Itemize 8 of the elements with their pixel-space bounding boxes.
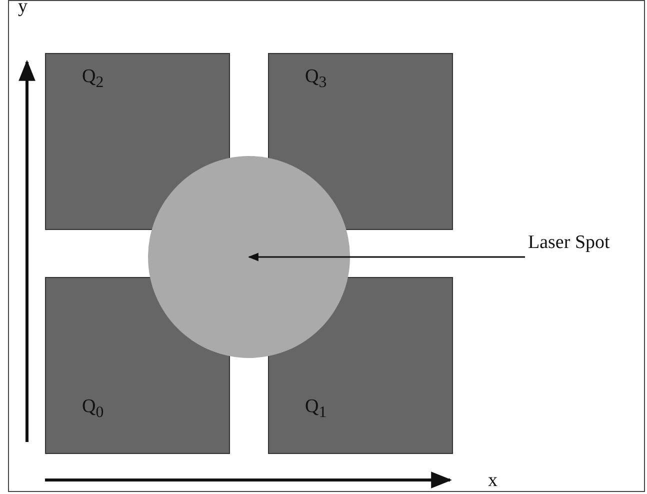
callout-text: Laser Spot xyxy=(528,232,610,254)
quadrant-label: Q$_{2}$ xyxy=(82,66,104,92)
quadrant-label: Q$_{1}$ xyxy=(305,396,327,422)
arrow xyxy=(248,252,525,262)
y-axis-label: y xyxy=(18,0,28,18)
quadrant-label: Q$_{3}$ xyxy=(305,66,327,92)
x-axis-label: x xyxy=(488,470,498,492)
quadrant-label: Q$_{0}$ xyxy=(82,396,104,422)
